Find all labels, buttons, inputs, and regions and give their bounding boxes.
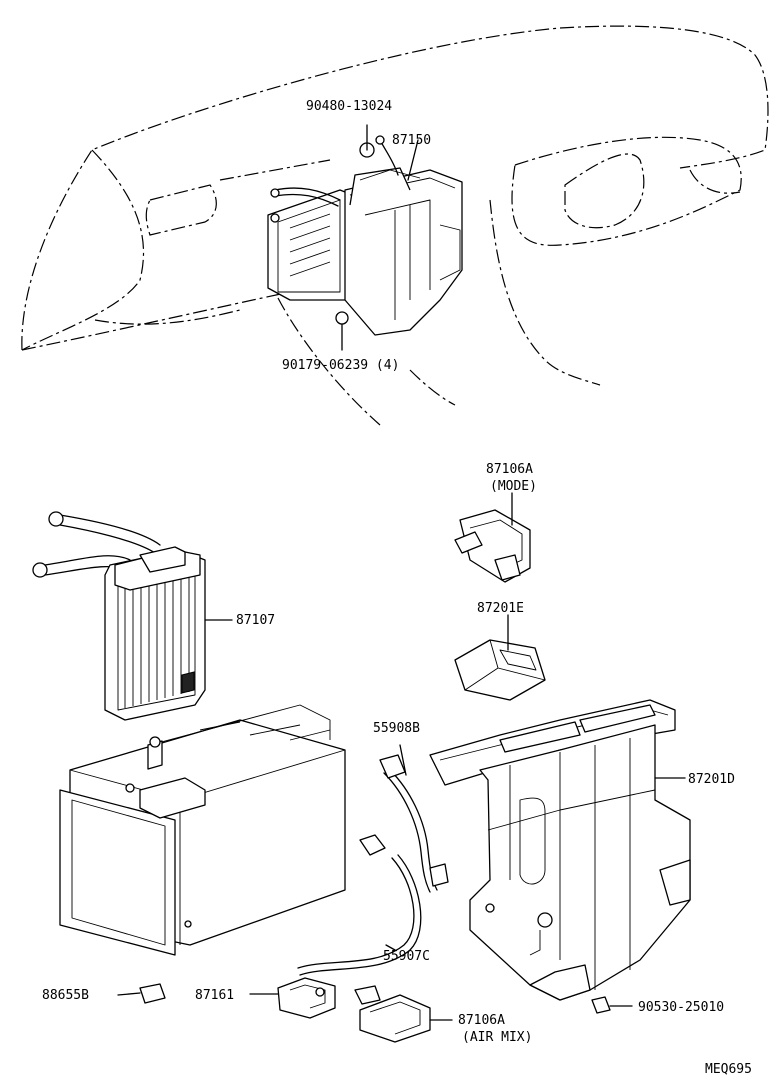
duct-87201e	[454, 614, 546, 701]
heater-radiator-core	[32, 511, 233, 721]
mode-damper-servo	[454, 492, 531, 583]
resistor-icon	[139, 983, 166, 1004]
label-87107: 87107	[236, 613, 275, 628]
heater-unit-assembly	[267, 124, 463, 351]
wire-harnesses	[297, 744, 449, 976]
small-parts	[117, 977, 633, 1043]
label-55908b: 55908B	[373, 721, 420, 736]
label-87201e: 87201E	[477, 601, 524, 616]
label-mode-note: (MODE)	[490, 479, 537, 494]
label-air-mix-note: (AIR MIX)	[462, 1030, 532, 1045]
label-87106a-mode: 87106A	[486, 462, 533, 477]
label-55907c: 55907C	[383, 949, 430, 964]
part-labels: 90480-13024 87150 90179-06239 (4) 87106A…	[42, 99, 752, 1077]
label-90480-13024: 90480-13024	[306, 99, 392, 114]
relay-icon	[277, 977, 336, 1019]
label-90530-25010: 90530-25010	[638, 1000, 724, 1015]
bolt-icon	[591, 996, 611, 1014]
nut-icon	[335, 311, 349, 325]
cooling-unit-case	[59, 704, 346, 956]
label-87106a-air: 87106A	[458, 1013, 505, 1028]
label-87150: 87150	[392, 133, 431, 148]
cooling-unit-case-87201d	[429, 699, 691, 1001]
label-90179-06239: 90179-06239 (4)	[282, 358, 399, 373]
dashboard-outline	[21, 25, 769, 426]
label-87201d: 87201D	[688, 772, 735, 787]
diagram-code: MEQ695	[705, 1062, 752, 1077]
grommet-icon	[375, 135, 385, 145]
label-87161: 87161	[195, 988, 234, 1003]
label-88655b: 88655B	[42, 988, 89, 1003]
